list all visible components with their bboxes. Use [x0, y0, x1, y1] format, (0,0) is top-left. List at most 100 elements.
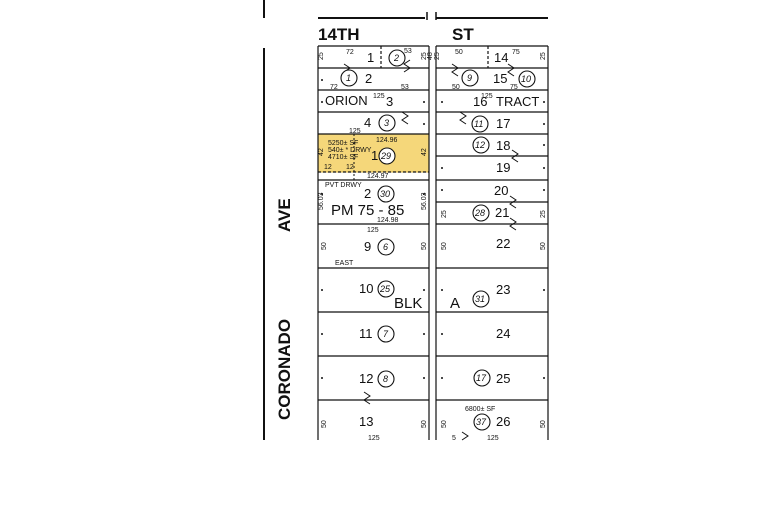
parcel-circle: [471, 115, 489, 133]
dim-48: 48: [427, 52, 434, 60]
dim-50-e: 50: [441, 420, 448, 428]
lot-tie-mark: [459, 111, 467, 125]
parcel-number: 8: [383, 374, 388, 384]
parcel-number: 12: [475, 140, 485, 150]
dim-42-a: 42: [318, 148, 325, 156]
dim-125-b: 125: [487, 435, 499, 442]
parcel-number: 29: [380, 151, 391, 161]
parcel-circle: [378, 114, 396, 132]
parcel-number: 3: [384, 118, 389, 128]
dim-53-b: 53: [401, 84, 409, 91]
lot-number: 22: [496, 236, 510, 251]
blk-label: BLK: [394, 295, 422, 312]
dim-25-a: 25: [318, 52, 325, 60]
lot-tie-mark: [451, 63, 459, 77]
dim-25-a: 25: [434, 52, 441, 60]
dim-53-top: 53: [404, 48, 412, 55]
parcel-circle: [377, 370, 395, 388]
parcel-number: 1: [346, 73, 351, 83]
parcel-number: 10: [521, 74, 531, 84]
sf-label-2: 4710± SF: [328, 154, 358, 161]
parcel-number: 6: [383, 242, 388, 252]
sf-label: 5250± SF: [328, 140, 358, 147]
lot-number: 2: [364, 186, 371, 201]
lot-number: 4: [364, 115, 371, 130]
street-name-coronado: CORONADO: [275, 319, 294, 420]
dim-50-c: 50: [441, 242, 448, 250]
lot-number: 1: [371, 148, 378, 163]
lot-number: 18: [496, 138, 510, 153]
dim-125-sup: 125: [373, 93, 385, 100]
lot-tie-mark: [363, 391, 371, 405]
dim-50-d: 50: [421, 420, 428, 428]
parcel-number: 25: [379, 284, 391, 294]
parcel-circle: [340, 69, 358, 87]
dim-50-f: 50: [540, 420, 547, 428]
dim-50-d: 50: [540, 242, 547, 250]
parcel-circle: [472, 290, 490, 308]
lot-number: 16: [473, 94, 487, 109]
dim-50-a: 50: [321, 242, 328, 250]
parcel-circle: [472, 204, 490, 222]
dim-25-b: 25: [421, 52, 428, 60]
dim-5: 5: [452, 435, 456, 442]
dim-50-c: 50: [321, 420, 328, 428]
lot-number: 23: [496, 282, 510, 297]
lot-number: 26: [496, 414, 510, 429]
pm-label: PM 75 - 85: [331, 202, 404, 219]
lot-tie-mark: [401, 111, 409, 125]
drwy-label: 540± * DRWY: [328, 147, 372, 154]
street-name-14th: 14TH: [318, 25, 360, 44]
lot-tie-mark: [511, 149, 519, 163]
dim-50-b: 50: [452, 84, 460, 91]
lot-tie-mark: [461, 431, 469, 441]
lot-number: 11: [359, 326, 373, 341]
right-block-outline: [435, 45, 549, 440]
tract-label: TRACT: [496, 94, 539, 109]
dim-56-03-b: 56.03: [421, 192, 428, 210]
parcel-circle: [518, 70, 536, 88]
parcel-circle: [461, 69, 479, 87]
parcel-circle: [388, 49, 406, 67]
parcel-number: 2: [393, 53, 399, 63]
dim-25-c: 25: [441, 210, 448, 218]
lot-tie-mark: [403, 59, 411, 73]
lot-number: 12: [359, 371, 373, 386]
lot-number: 2: [365, 71, 372, 86]
dim-50-b: 50: [421, 242, 428, 250]
lot-number: 25: [496, 371, 510, 386]
dim-56-03-a: 56.03: [318, 192, 325, 210]
lot-number: 13: [359, 414, 373, 429]
lot-number: 1: [367, 50, 374, 65]
parcel-number: 28: [474, 208, 485, 218]
parcel-number: 9: [467, 73, 472, 83]
parcel-circle: [473, 369, 491, 387]
lot-number: 17: [496, 116, 510, 131]
dim-125-sup: 125: [481, 93, 493, 100]
dim-50-top: 50: [455, 49, 463, 56]
lot-corner-dots: [321, 79, 545, 379]
parcel-number: 37: [476, 417, 487, 427]
lot-tie-mark: [507, 63, 515, 77]
lot-number: 19: [496, 160, 510, 175]
highlighted-parcel[interactable]: [317, 133, 430, 173]
east-label: EAST: [335, 260, 354, 267]
dim-25-b: 25: [540, 52, 547, 60]
dim-12: 12: [324, 164, 332, 171]
dim-124-98: 124.98: [377, 217, 399, 224]
dim-124-96: 124.96: [376, 137, 398, 144]
lot-tie-mark: [509, 217, 517, 231]
lot-number: 10: [359, 281, 373, 296]
dim-72-b: 72: [330, 84, 338, 91]
sf-label: 6800± SF: [465, 406, 495, 413]
parcel-number: 11: [474, 119, 483, 129]
lot-number: 15: [493, 71, 507, 86]
parcel-number: 31: [475, 294, 485, 304]
parcel-circle: [377, 280, 395, 298]
lot-number: 20: [494, 183, 508, 198]
lot-number: 24: [496, 326, 510, 341]
left-block-outline: [317, 45, 430, 440]
street-name-st: ST: [452, 25, 474, 44]
blk-a-label: A: [450, 295, 460, 312]
